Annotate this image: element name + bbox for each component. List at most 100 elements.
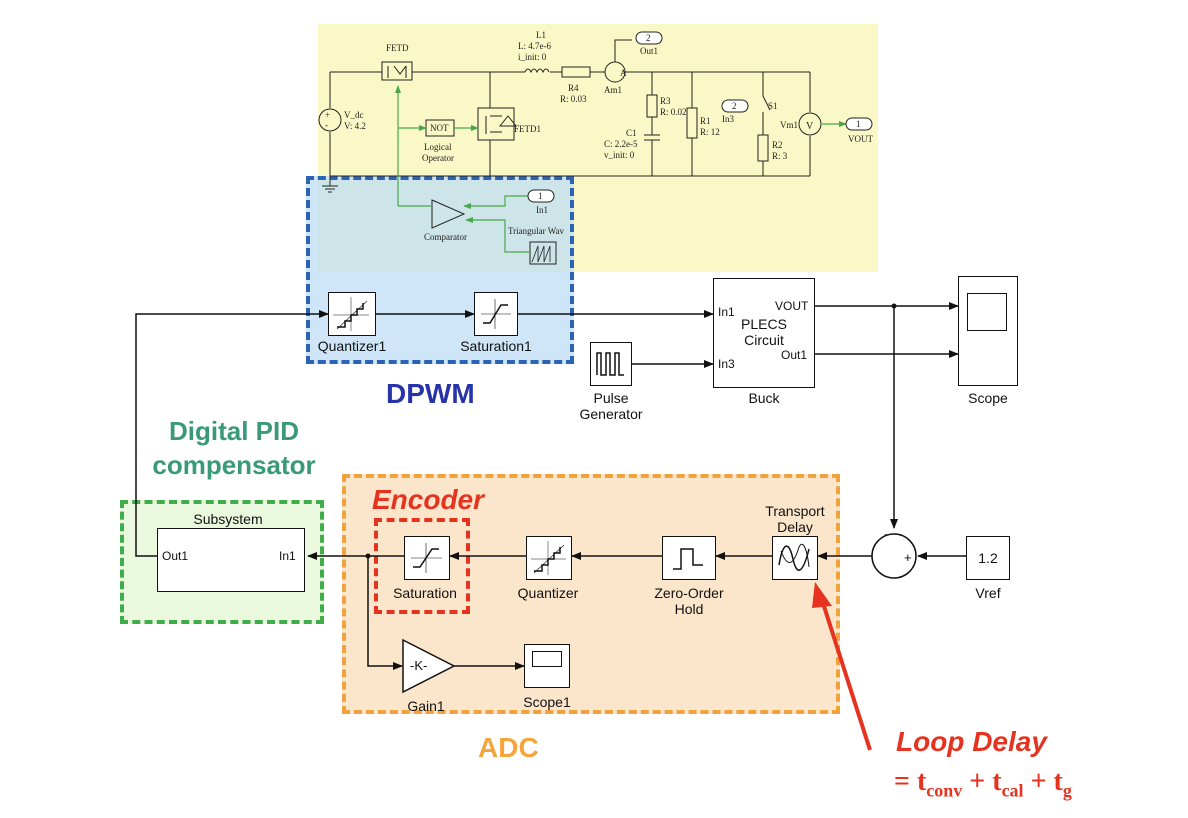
in1-port-num: 1 bbox=[538, 191, 543, 201]
l1-label: L1 bbox=[536, 30, 546, 40]
pulse-icon bbox=[596, 352, 624, 376]
quantizer-block[interactable] bbox=[526, 536, 572, 580]
vref-value: 1.2 bbox=[978, 550, 998, 566]
saturation1-label: Saturation1 bbox=[460, 338, 532, 354]
dpwm-title: DPWM bbox=[386, 378, 475, 409]
saturation1-block[interactable] bbox=[474, 292, 518, 336]
c1-init: v_init: 0 bbox=[604, 150, 635, 160]
scope-screen-icon bbox=[967, 293, 1007, 331]
loop-delay-title: Loop Delay bbox=[896, 726, 1047, 757]
vout-port-label: VOUT bbox=[848, 134, 873, 144]
not-label: NOT bbox=[430, 123, 449, 133]
delay-wave-icon bbox=[778, 543, 810, 571]
quantizer1-block[interactable] bbox=[328, 292, 376, 336]
sum-plus-sign: + bbox=[904, 550, 912, 565]
scope1-block[interactable] bbox=[524, 644, 570, 688]
saturation-label: Saturation bbox=[393, 585, 457, 601]
l1-value: L: 4.7e-6 bbox=[518, 41, 551, 51]
in3-port-num: 2 bbox=[732, 101, 737, 111]
subsystem-out1-port: Out1 bbox=[162, 549, 189, 563]
comparator-label: Comparator bbox=[424, 232, 467, 242]
c1-label: C1 bbox=[626, 128, 637, 138]
fetd-label: FETD bbox=[386, 43, 409, 53]
buck-vout-port: VOUT bbox=[775, 299, 809, 313]
out1-port-num: 2 bbox=[646, 33, 651, 43]
transport-label-line2: Delay bbox=[777, 519, 813, 535]
buck-out1-port: Out1 bbox=[781, 348, 808, 362]
loop-delay-equation: = tconv + tcal + tg bbox=[894, 766, 1072, 801]
pid-title-line1: Digital PID bbox=[168, 416, 300, 446]
staircase-icon bbox=[333, 297, 369, 331]
r3-value: R: 0.02 bbox=[660, 107, 687, 117]
zoh-label-line1: Zero-Order bbox=[654, 585, 724, 601]
pulse-generator-block[interactable] bbox=[590, 342, 632, 386]
saturation-block[interactable] bbox=[404, 536, 450, 580]
buck-body-line2: Circuit bbox=[744, 332, 784, 348]
zoh-label-line2: Hold bbox=[674, 601, 704, 617]
pid-title-line2: compensator bbox=[152, 450, 316, 480]
r1-value: R: 12 bbox=[700, 127, 720, 137]
zoh-step-icon bbox=[673, 548, 703, 570]
scope1-screen-icon bbox=[532, 651, 562, 667]
svg-text:-: - bbox=[325, 120, 328, 130]
scope-block[interactable] bbox=[958, 276, 1018, 386]
vref-block[interactable]: 1.2 bbox=[966, 536, 1010, 580]
zero-order-hold-block[interactable] bbox=[662, 536, 716, 580]
svg-text:+: + bbox=[325, 110, 330, 120]
subsystem-block[interactable] bbox=[157, 528, 305, 592]
scope-label: Scope bbox=[968, 390, 1008, 406]
in1-port-label: In1 bbox=[536, 205, 548, 215]
transport-label-line1: Transport bbox=[765, 503, 825, 519]
triangular-wave-label: Triangular Wav bbox=[508, 226, 565, 236]
c1-value: C: 2.2e-5 bbox=[604, 139, 638, 149]
vref-label: Vref bbox=[975, 585, 1001, 601]
logical-label: Logical bbox=[424, 142, 452, 152]
vdc-value: V: 4.2 bbox=[344, 121, 366, 131]
out1-port-label: Out1 bbox=[640, 46, 658, 56]
saturation-icon bbox=[411, 543, 442, 573]
r1-label: R1 bbox=[700, 116, 711, 126]
quantizer1-label: Quantizer1 bbox=[317, 338, 387, 354]
plecs-schematic: + - bbox=[318, 39, 822, 265]
saturation-icon bbox=[481, 299, 511, 329]
buck-in3-port: In3 bbox=[718, 357, 735, 371]
sum-minus-sign: - bbox=[884, 526, 890, 543]
in3-port-label: In3 bbox=[722, 114, 734, 124]
encoder-title: Encoder bbox=[372, 484, 485, 515]
gain1-label: Gain1 bbox=[407, 698, 445, 714]
pulse-label-line2: Generator bbox=[579, 406, 643, 422]
subsystem-in1-port: In1 bbox=[279, 549, 296, 563]
transport-delay-block[interactable] bbox=[772, 536, 818, 580]
adc-title: ADC bbox=[478, 732, 539, 763]
svg-text:V: V bbox=[806, 121, 814, 132]
l1-init: i_init: 0 bbox=[518, 52, 547, 62]
quantizer-label: Quantizer bbox=[517, 585, 579, 601]
buck-block[interactable] bbox=[713, 278, 815, 388]
r4-label: R4 bbox=[568, 83, 579, 93]
subsystem-label: Subsystem bbox=[193, 511, 263, 527]
am1-label: Am1 bbox=[604, 85, 622, 95]
scope1-label: Scope1 bbox=[523, 694, 571, 710]
loop-delay-arrow bbox=[820, 599, 872, 751]
r2-value: R: 3 bbox=[772, 151, 788, 161]
buck-in1-port: In1 bbox=[718, 305, 735, 319]
encoder-region bbox=[374, 518, 470, 614]
staircase-icon bbox=[531, 541, 566, 575]
buck-label: Buck bbox=[748, 390, 780, 406]
operator-label: Operator bbox=[422, 153, 454, 163]
gain-text: -K- bbox=[410, 658, 428, 673]
sum-block bbox=[871, 533, 917, 579]
vdc-label: V_dc bbox=[344, 110, 364, 120]
vm1-label: Vm1 bbox=[780, 120, 798, 130]
r4-value: R: 0.03 bbox=[560, 94, 587, 104]
s1-label: S1 bbox=[768, 101, 778, 111]
r2-label: R2 bbox=[772, 140, 783, 150]
svg-text:A: A bbox=[620, 68, 627, 78]
buck-body-line1: PLECS bbox=[741, 316, 787, 332]
gain-block bbox=[402, 638, 456, 694]
vout-port-num: 1 bbox=[856, 119, 861, 129]
fetd1-label: FETD1 bbox=[514, 124, 541, 134]
r3-label: R3 bbox=[660, 96, 671, 106]
